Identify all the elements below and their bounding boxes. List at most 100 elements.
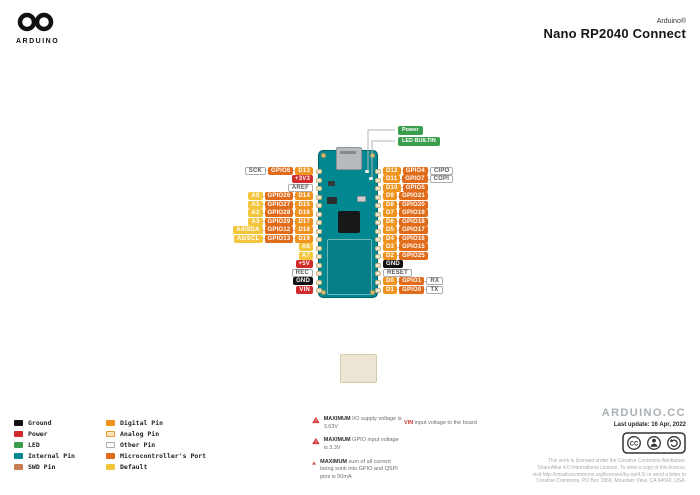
pin-pad-right-2	[374, 177, 381, 183]
mounting-hole	[321, 290, 326, 295]
legend-label: Digital Pin	[120, 418, 164, 427]
pin-pad-right-10	[374, 245, 381, 251]
pin-chip-gpio13: GPIO13	[264, 234, 294, 243]
vin-note-text: input voltage to the board	[413, 420, 477, 426]
legend-item-led: LED	[14, 439, 75, 450]
pin-pad-left-14	[315, 279, 322, 285]
pin-row-left-2: +3V3	[292, 175, 313, 183]
pin-pad-right-7	[374, 220, 381, 225]
pin-chip-rec: REC	[291, 268, 313, 277]
footer: ARDUINO.CC Last update: 16 Apr, 2022 CC …	[531, 407, 686, 485]
last-update-label: Last update: 16 Apr, 2022	[613, 422, 686, 428]
pin-pad-right-12	[374, 262, 381, 268]
pin-pad-left-3	[315, 186, 322, 191]
pin-row-left-10: A6	[298, 243, 314, 251]
pin-pad-right-11	[374, 254, 381, 259]
component-crystal	[357, 196, 366, 202]
legend-swatch-analog-pin	[106, 430, 115, 437]
pin-pad-left-2	[315, 177, 322, 183]
cc-by-sa-badge: CC	[622, 432, 686, 454]
vin-note-prefix: VIN	[404, 420, 414, 426]
pin-chip-d15: D15	[295, 200, 313, 209]
component-ic	[327, 197, 337, 204]
mounting-hole	[321, 153, 326, 158]
pin-chip-gpio5: GPIO5	[402, 183, 428, 192]
arduino-logo: ARDUINO	[16, 12, 76, 45]
pin-pad-left-9	[315, 237, 322, 242]
pin-chip-gpio25: GPIO25	[399, 251, 428, 260]
builtin-led	[369, 177, 373, 180]
pin-pad-right-5	[374, 203, 381, 208]
pin-chip-d7: D7	[383, 209, 398, 217]
pin-chip-d4: D4	[383, 234, 398, 243]
legend-item-microcontroller-s-port: Microcontroller's Port	[106, 450, 206, 461]
pin-row-right-12: GND	[383, 260, 403, 268]
pin-pad-left-6	[315, 211, 322, 217]
legend-label: Internal Pin	[28, 451, 75, 460]
pin-chip-d0: D0	[383, 277, 398, 285]
pin-chip-gpio26: GPIO26	[264, 192, 294, 200]
pin-chip-d14: D14	[295, 192, 313, 200]
board-illustration	[315, 147, 381, 383]
warning-icon: !	[312, 416, 320, 423]
legend-swatch-power	[14, 430, 23, 437]
pin-row-left-11: A7	[298, 251, 314, 260]
license-text: This work is licensed under the Creative…	[532, 458, 686, 485]
pin-chip-gpio28: GPIO28	[264, 209, 294, 217]
warning-note-1: !MAXIMUM I/O supply voltage is 3.63V	[312, 416, 404, 431]
legend-swatch-led	[14, 441, 23, 448]
legend-swatch-internal-pin	[14, 452, 23, 459]
brand-wordmark: ARDUINO	[16, 38, 60, 45]
legend-label: SWD Pin	[28, 462, 56, 471]
pin-chip-gpio7: GPIO7	[402, 175, 428, 183]
legend-label: Microcontroller's Port	[120, 451, 207, 460]
warning-text: MAXIMUM GPIO input voltage is 3.3V	[323, 437, 399, 452]
legend-item-power: Power	[14, 428, 75, 439]
pin-row-left-13: REC	[291, 268, 314, 277]
pin-chip-gpio1: GPIO1	[399, 277, 425, 285]
pin-pad-right-8	[374, 228, 381, 234]
pin-chip-d17: D17	[295, 217, 313, 226]
svg-text:!: !	[315, 440, 317, 446]
legend-swatch-ground	[14, 419, 23, 426]
pin-chip-d3: D3	[383, 243, 398, 251]
pin-pad-right-14	[374, 279, 381, 285]
warning-note-2: ! MAXIMUM GPIO input voltage is 3.3V	[312, 437, 404, 452]
pin-pad-right-1	[374, 169, 381, 174]
arduino-infinity-icon	[17, 12, 54, 32]
pin-pad-left-10	[315, 245, 322, 251]
title-brand: Arduino®	[656, 18, 686, 25]
pin-pad-left-1	[315, 169, 322, 174]
pin-chip-gpio17: GPIO17	[399, 226, 428, 234]
legend-swatch-microcontroller-s-port	[106, 452, 115, 459]
legend-item-ground: Ground	[14, 417, 75, 428]
power-led	[365, 170, 369, 173]
pin-chip-sck: SCK	[244, 166, 267, 175]
legend-swatch-swd-pin	[14, 463, 23, 470]
vin-note: VIN input voltage to the board	[404, 420, 514, 428]
pin-pad-right-15	[374, 288, 381, 293]
pin-pad-right-4	[374, 194, 381, 200]
legend-swatch-other-pin	[106, 441, 115, 448]
pin-chip-d2: D2	[383, 251, 398, 260]
pin-chip-gpio15: GPIO15	[399, 243, 428, 251]
pin-chip-gnd: GND	[383, 260, 403, 268]
pin-chip-vin: VIN	[296, 285, 313, 294]
pin-chip-gpio12: GPIO12	[264, 226, 294, 234]
pin-chip-d19: D19	[295, 234, 313, 243]
pin-chip-d8: D8	[383, 200, 398, 209]
pin-chip-gpio4: GPIO4	[402, 166, 428, 175]
pin-chip-a3: A3	[248, 217, 263, 226]
legend-label: Power	[28, 429, 48, 438]
pin-pad-right-9	[374, 237, 381, 242]
